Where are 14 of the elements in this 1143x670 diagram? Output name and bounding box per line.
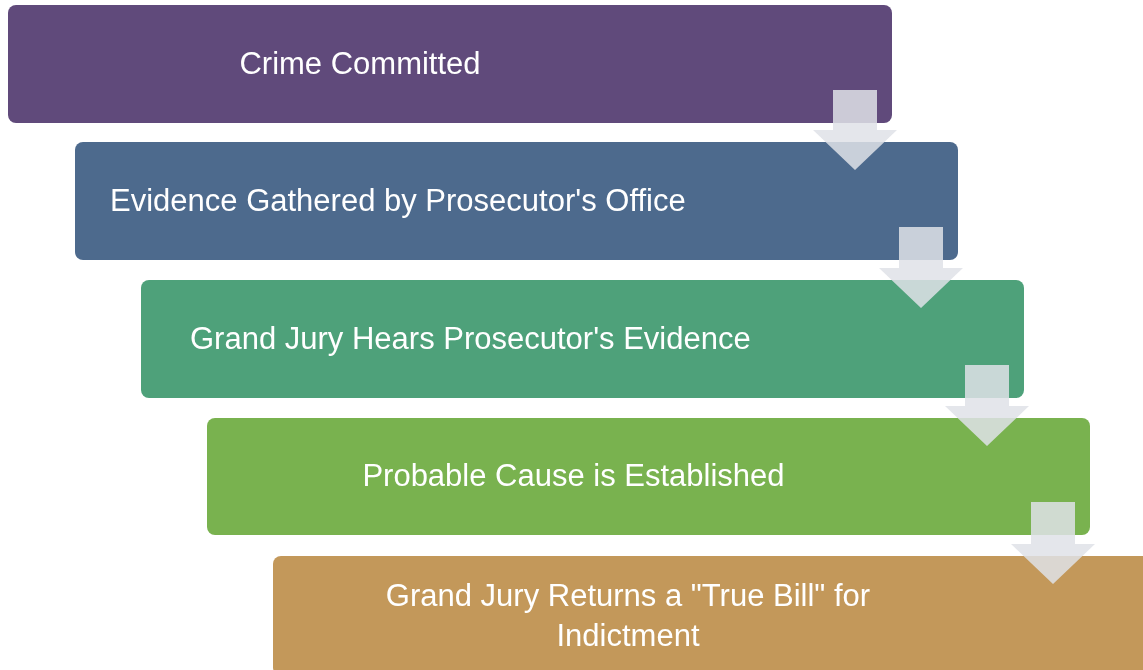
down-arrow <box>945 365 1029 446</box>
step-label: Grand Jury Hears Prosecutor's Evidence <box>190 319 751 358</box>
down-arrow <box>813 90 897 170</box>
process-box <box>141 280 1024 398</box>
step-label: Evidence Gathered by Prosecutor's Office <box>110 181 686 220</box>
step-label: Crime Committed <box>239 44 481 83</box>
process-box <box>207 418 1090 535</box>
process-box <box>75 142 958 260</box>
process-box <box>8 5 892 123</box>
down-arrow <box>879 227 963 308</box>
step-label: Probable Cause is Established <box>362 457 785 496</box>
process-box <box>273 556 1143 670</box>
down-arrow <box>1011 502 1095 584</box>
step-label: Grand Jury Returns a "True Bill" for Indictment <box>384 576 872 655</box>
